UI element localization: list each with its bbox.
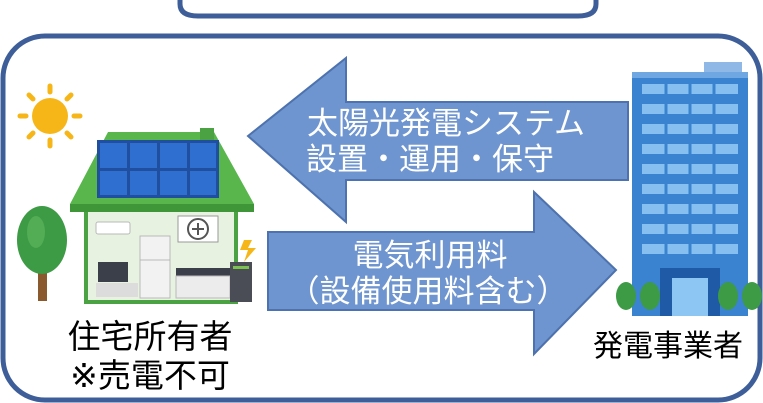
arrow-bottom-line1: 電気利用料	[353, 238, 508, 274]
arrow-top-line1: 太陽光発電システム	[307, 106, 585, 142]
sun-icon	[17, 83, 83, 149]
arrow-to-owner: 太陽光発電システム 設置・運用・保守	[246, 55, 629, 225]
arrow-to-provider: 電気利用料 （設備使用料含む）	[267, 189, 618, 357]
battery-icon	[230, 240, 256, 302]
house-with-solar-panels-icon	[70, 128, 254, 304]
tree-icon	[17, 206, 67, 301]
building-caption: 発電事業者	[593, 329, 743, 364]
arrow-bottom-line2: （設備使用料含む）	[289, 274, 568, 310]
house-caption-line1: 住宅所有者	[68, 317, 233, 356]
office-building-icon	[616, 62, 762, 316]
arrow-top-line2: 設置・運用・保守	[306, 142, 554, 178]
house-caption-line2: ※売電不可	[70, 356, 230, 395]
top-box-frame	[177, 0, 599, 19]
